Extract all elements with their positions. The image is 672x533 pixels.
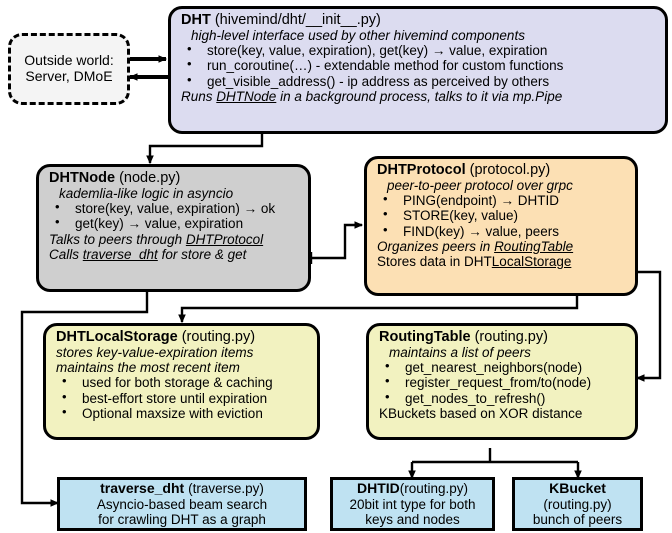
traverse-dht-title: traverse_dht (traverse.py) (100, 480, 264, 497)
dhtid-title: DHTID(routing.py) (356, 480, 469, 497)
dhtnode-item: get(key) → value, expiration (49, 215, 300, 231)
dhtprotocol-footer-link-localstorage[interactable]: LocalStorage (491, 253, 572, 269)
dhtid-name: DHTID (356, 480, 400, 497)
traverse-dht-line1: Asyncio-based beam search (96, 496, 268, 512)
routingtable-name: RoutingTable (379, 329, 471, 345)
dht-footer-post: in a background process, talks to it via… (276, 88, 563, 104)
dhtnode-module: (node.py) (119, 170, 181, 186)
dhtnode-subtitle: kademlia-like logic in asyncio (59, 186, 234, 202)
dhtlocalstorage-item: used for both storage & caching (56, 374, 309, 390)
dhtlocalstorage-module: (routing.py) (181, 329, 256, 345)
outside-world-box: Outside world: Server, DMoE (8, 33, 130, 105)
dhtnode-footer-link-dhtprotocol[interactable]: DHTProtocol (185, 231, 264, 247)
dhtprotocol-footer1-pre: Organizes peers in (377, 238, 495, 254)
dhtid-module: (routing.py) (399, 481, 469, 497)
traverse-dht-module: (traverse.py) (188, 481, 264, 497)
dhtprotocol-item: STORE(key, value) (377, 207, 627, 223)
dhtid-line1: 20bit int type for both (349, 496, 476, 512)
dhtlocalstorage-item-list: used for both storage & caching best-eff… (56, 374, 309, 421)
dhtprotocol-subtitle: peer-to-peer protocol over grpc (387, 178, 573, 194)
dhtnode-footer2-post: for store & get (157, 246, 247, 262)
dht-item: run_coroutine(…) - extendable method for… (181, 57, 657, 73)
dhtlocalstorage-subtitle-2: maintains the most recent item (56, 360, 240, 376)
routingtable-item-list: get_nearest_neighbors(node) register_req… (379, 359, 627, 406)
dhtlocalstorage-item: Optional maxsize with eviction (56, 405, 309, 421)
kbucket-box: KBucket (routing.py) bunch of peers (512, 477, 643, 531)
dhtnode-footer1-pre: Talks to peers through (49, 231, 186, 247)
outside-world-line2: Server, DMoE (25, 68, 113, 84)
dhtnode-footer-2: Calls traverse_dht for store & get (49, 247, 300, 262)
dhtprotocol-footer2-pre: Stores data in DHT (377, 253, 492, 269)
routingtable-title: RoutingTable (routing.py) (379, 329, 627, 345)
dht-item: store(key, value, expiration), get(key) … (181, 42, 657, 58)
routingtable-module: (routing.py) (474, 329, 548, 345)
dhtprotocol-name: DHTProtocol (377, 162, 466, 178)
traverse-dht-name: traverse_dht (100, 480, 185, 497)
dhtnode-footer-1: Talks to peers through DHTProtocol (49, 232, 300, 247)
routingtable-subtitle: maintains a list of peers (389, 345, 531, 361)
dhtprotocol-footer-2: Stores data in DHTLocalStorage (377, 254, 627, 269)
dhtlocalstorage-title: DHTLocalStorage (routing.py) (56, 329, 309, 345)
dht-footer: Runs DHTNode in a background process, ta… (181, 89, 657, 104)
routingtable-item: register_request_from/to(node) (379, 374, 627, 390)
dhtnode-name: DHTNode (49, 170, 116, 186)
dhtprotocol-module: (protocol.py) (469, 162, 551, 178)
traverse-dht-line2: for crawling DHT as a graph (98, 511, 266, 527)
dhtnode-box: DHTNode (node.py) kademlia-like logic in… (36, 164, 311, 292)
dhtprotocol-box: DHTProtocol (protocol.py) peer-to-peer p… (364, 156, 638, 296)
traverse-dht-box: traverse_dht (traverse.py) Asyncio-based… (57, 477, 307, 531)
routingtable-item: get_nearest_neighbors(node) (379, 359, 627, 375)
dhtprotocol-item-list: PING(endpoint) → DHTID STORE(key, value)… (377, 192, 627, 239)
dht-item: get_visible_address() - ip address as pe… (181, 73, 657, 89)
dhtlocalstorage-item: best-effort store until expiration (56, 390, 309, 406)
dht-item-list: store(key, value, expiration), get(key) … (181, 42, 657, 89)
routingtable-box: RoutingTable (routing.py) maintains a li… (366, 323, 638, 440)
dht-subtitle: high-level interface used by other hivem… (191, 28, 525, 44)
dhtnode-footer2-pre: Calls (49, 246, 83, 262)
dht-footer-link-dhtnode[interactable]: DHTNode (216, 88, 277, 104)
arrow-protocol-to-localstorage (178, 295, 579, 324)
dht-footer-pre: Runs (181, 88, 217, 104)
arrow-dhtnode-to-dhtprotocol (311, 221, 364, 260)
dhtid-box: DHTID(routing.py) 20bit int type for bot… (330, 477, 495, 531)
dht-module: (hivemind/dht/__init__.py) (214, 12, 381, 28)
dhtnode-item: store(key, value, expiration) → ok (49, 200, 300, 216)
dhtprotocol-title: DHTProtocol (protocol.py) (377, 162, 627, 178)
kbucket-title: KBucket (549, 480, 606, 497)
dhtlocalstorage-subtitle-1: stores key-value-expiration items (56, 345, 254, 361)
outside-world-line1: Outside world: (24, 52, 114, 69)
dht-title: DHT (hivemind/dht/__init__.py) (181, 12, 657, 28)
dhtnode-footer-link-traverse-dht[interactable]: traverse_dht (82, 246, 158, 262)
arrow-dht-to-dhtnode (146, 133, 264, 165)
dht-name: DHT (181, 12, 211, 28)
dhtnode-item-list: store(key, value, expiration) → ok get(k… (49, 200, 300, 231)
dhtlocalstorage-name: DHTLocalStorage (56, 329, 178, 345)
dht-box: DHT (hivemind/dht/__init__.py) high-leve… (168, 6, 668, 134)
dhtprotocol-footer-link-routingtable[interactable]: RoutingTable (494, 238, 574, 254)
dhtid-line2: keys and nodes (365, 511, 460, 527)
dhtprotocol-item: FIND(key) → value, peers (377, 223, 627, 239)
dhtprotocol-item: PING(endpoint) → DHTID (377, 192, 627, 208)
dhtlocalstorage-box: DHTLocalStorage (routing.py) stores key-… (43, 323, 320, 440)
kbucket-module: (routing.py) (543, 496, 612, 512)
kbucket-line1: bunch of peers (532, 511, 623, 527)
routingtable-item: get_nodes_to_refresh() (379, 390, 627, 406)
dhtnode-title: DHTNode (node.py) (49, 170, 300, 186)
dhtprotocol-footer-1: Organizes peers in RoutingTable (377, 239, 627, 254)
routingtable-footer: KBuckets based on XOR distance (379, 405, 583, 421)
